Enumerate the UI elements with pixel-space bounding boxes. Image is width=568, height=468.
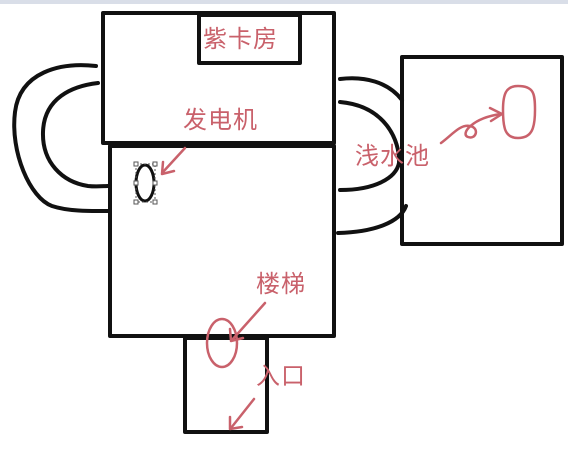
generator-label: 发电机 [183,106,258,134]
stairs-label: 楼梯 [256,270,306,298]
entrance-arrow [229,397,256,430]
stairs-arrowhead [228,327,245,343]
stairs-arrow [230,301,267,342]
generator-arrowhead [160,160,176,176]
purple-card-room-label: 紫卡房 [203,25,278,53]
shallow-pool-arrowhead [488,106,504,123]
right-middle-loop [338,100,402,192]
top-strip [0,0,568,4]
left-outer-loop [12,63,110,214]
entrance-corridor [183,336,269,434]
generator-marker [133,161,158,205]
purple-card-room-box [197,13,302,65]
entrance-label: 入口 [256,362,306,390]
right-upper-loop [338,76,404,102]
shallow-pool-label: 浅水池 [355,142,430,170]
shallow-pool-arrow [439,112,503,145]
entrance-arrowhead [228,415,244,431]
left-inner-loop [40,81,110,189]
shallow-pool-marker [501,84,537,140]
stairs-marker [205,317,239,369]
main-room [108,144,336,338]
right-lower-loop [336,204,408,235]
generator-arrow [161,146,187,174]
shallow-pool-room [400,55,564,246]
